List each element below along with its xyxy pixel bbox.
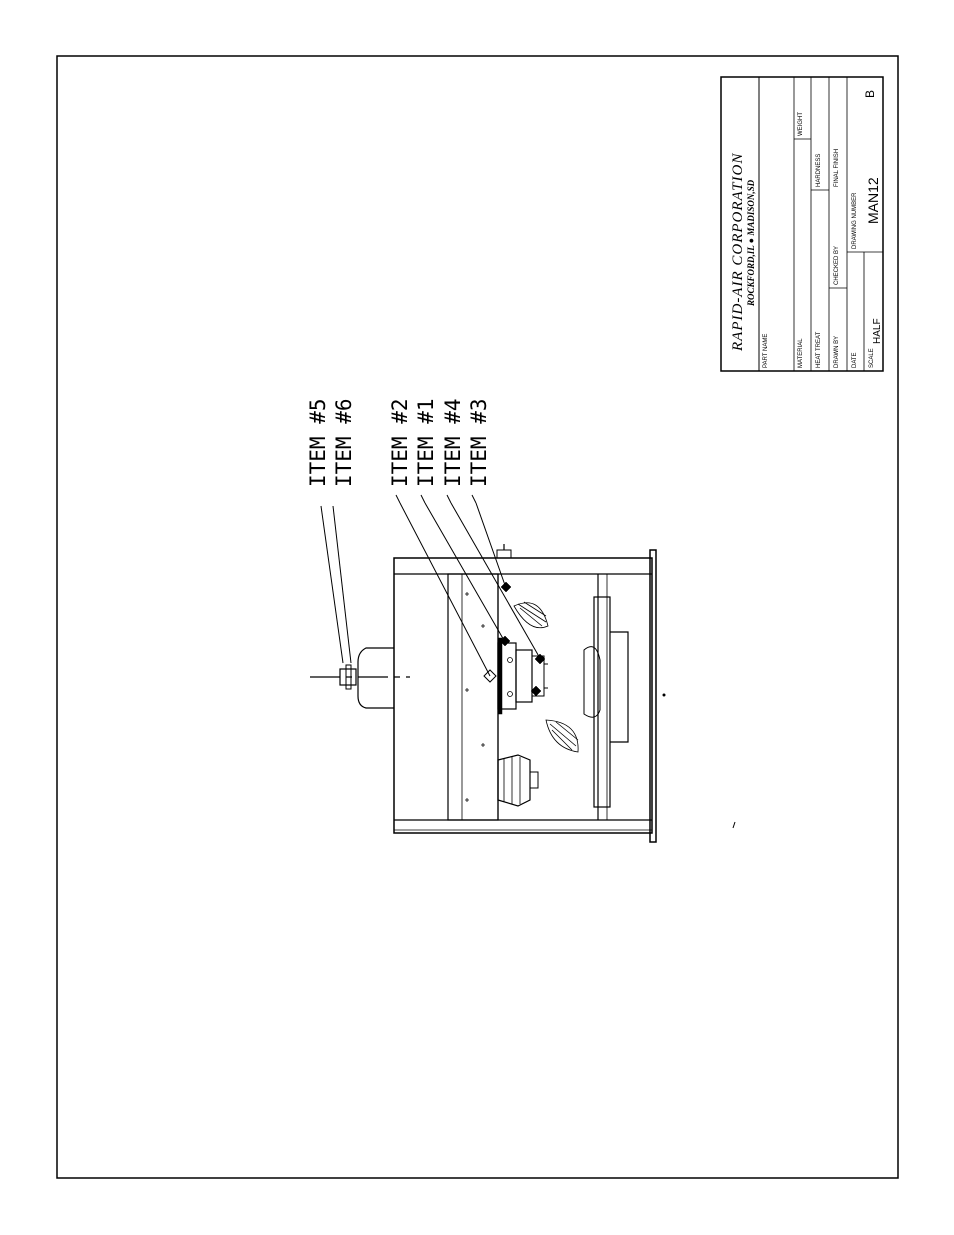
- company-location: ROCKFORD,IL ● MADISON,SD: [746, 179, 756, 307]
- scale-value: HALF: [872, 318, 883, 344]
- top-cylinder: [358, 648, 394, 708]
- sheet-border: [57, 56, 898, 1178]
- callout-item-4: ITEM #4: [441, 398, 465, 487]
- label-date: DATE: [852, 352, 858, 368]
- label-part-name: PART NAME: [763, 334, 769, 368]
- drawing-number-value: MAN12: [865, 177, 881, 224]
- frame-outline: [394, 558, 652, 833]
- label-drawn-by: DRAWN BY: [834, 336, 840, 368]
- assembly-drawing: [310, 544, 735, 842]
- label-hardness: HARDNESS: [816, 154, 822, 187]
- label-drawing-number: DRAWING NUMBER: [852, 192, 858, 249]
- base-plate: [650, 550, 656, 842]
- lower-die: [594, 597, 610, 807]
- label-weight: WEIGHT: [798, 112, 804, 136]
- callout-item-1: ITEM #1: [414, 398, 438, 487]
- callout-item-5: ITEM #5: [306, 398, 330, 487]
- motor: [498, 755, 530, 806]
- revision-letter: B: [863, 90, 877, 98]
- label-material: MATERIAL: [798, 338, 804, 368]
- label-heat-treat: HEAT TREAT: [816, 331, 822, 368]
- callout-item-2: ITEM #2: [388, 398, 412, 487]
- title-block: RAPID-AIR CORPORATION ROCKFORD,IL ● MADI…: [721, 77, 883, 371]
- company-name: RAPID-AIR CORPORATION: [730, 153, 746, 352]
- callout-item-3: ITEM #3: [467, 398, 491, 487]
- callout-labels: ITEM #5 ITEM #6 ITEM #2 ITEM #1 ITEM #4 …: [306, 398, 491, 487]
- upper-plate: [448, 574, 498, 820]
- callout-item-6: ITEM #6: [332, 398, 356, 487]
- label-final-finish: FINAL FINISH: [834, 149, 840, 187]
- label-scale: SCALE: [869, 348, 875, 368]
- label-checked-by: CHECKED BY: [834, 246, 840, 285]
